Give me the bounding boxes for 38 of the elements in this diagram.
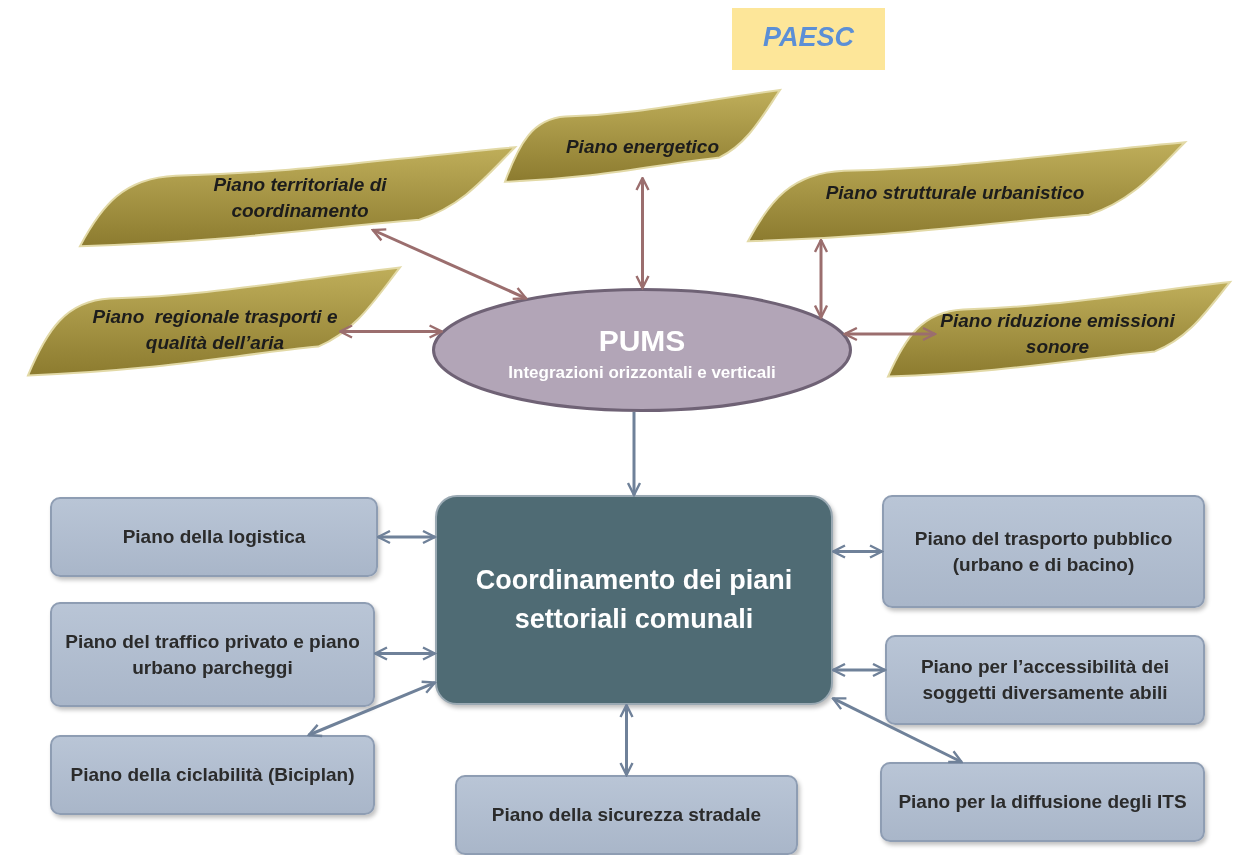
node-text: Coordinamento dei piani settoriali comunali <box>474 563 794 636</box>
node-text: Piano della logistica <box>122 525 306 550</box>
node-text: Piano strutturale urbanistico <box>825 180 1085 205</box>
node-text: Piano energetico <box>565 134 720 159</box>
node-text: Piano della sicurezza stradale <box>491 803 762 828</box>
ellipse-title: PUMS <box>598 323 686 360</box>
title-box <box>732 8 885 70</box>
node-text: Piano della ciclabilità (Biciplan) <box>70 763 355 788</box>
plan-box <box>50 735 375 815</box>
ellipse-subtitle: Integrazioni orizzontali e verticali <box>508 361 776 384</box>
plan-box <box>50 602 375 707</box>
node-text: Piano del trasporto pubblico (urbano e di bacino) <box>913 526 1174 577</box>
node-text: PAESC <box>763 20 854 54</box>
node-text: Piano per l’accessibilità dei soggetti diversamente abili <box>919 655 1171 705</box>
double-arrow <box>371 228 528 301</box>
plan-box <box>880 762 1205 842</box>
node-text: Piano per la diffusione degli ITS <box>898 790 1187 815</box>
double-arrow <box>831 697 963 764</box>
node-text: Piano territoriale di coordinamento <box>212 172 388 223</box>
double-arrow <box>843 326 937 342</box>
double-arrow <box>338 324 443 339</box>
double-arrow <box>373 646 437 661</box>
node-text: Piano del traffico privato e piano urbano parcheggi <box>64 629 361 680</box>
plan-box <box>885 635 1205 725</box>
double-arrow <box>376 529 437 545</box>
double-arrow <box>831 544 884 559</box>
plan-box <box>882 495 1205 608</box>
plan-box <box>455 775 798 855</box>
double-arrow <box>635 176 650 290</box>
node-text: Piano riduzione emissioni sonore <box>939 309 1176 359</box>
central-box <box>435 495 833 705</box>
double-arrow <box>307 680 437 738</box>
plan-box <box>50 497 378 577</box>
arrow <box>626 411 642 497</box>
double-arrow <box>619 703 634 777</box>
double-arrow <box>831 662 887 678</box>
node-text: Piano regionale trasporti e qualità dell’aria <box>91 305 339 355</box>
double-arrow <box>813 238 829 319</box>
